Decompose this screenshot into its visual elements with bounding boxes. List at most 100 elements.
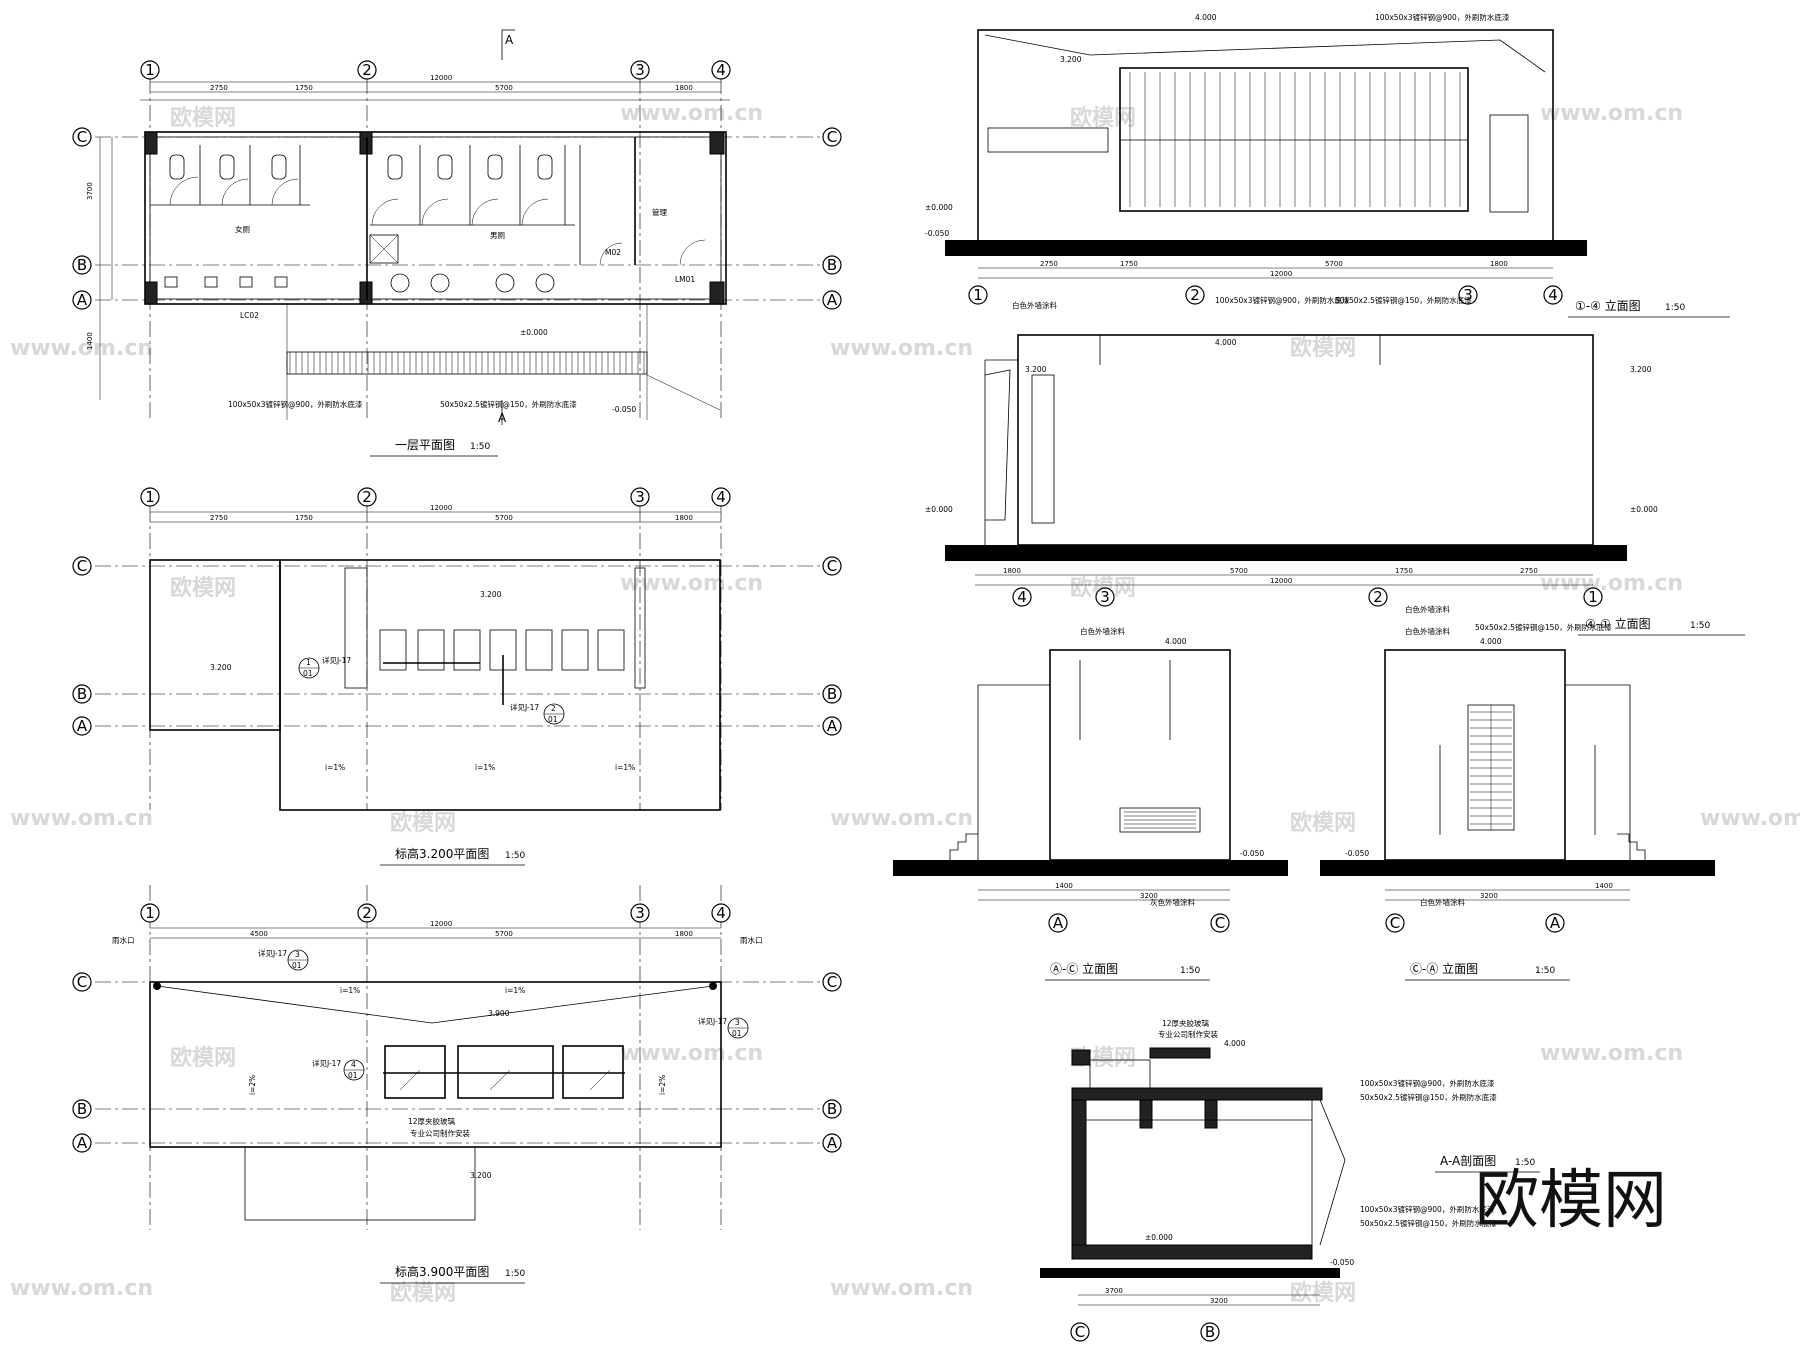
dimension-chain-bottom: 1400 3200	[978, 882, 1230, 901]
axis-bubble-c-right: C	[822, 556, 842, 576]
drain-point	[153, 982, 161, 990]
svg-text:3700: 3700	[1105, 1287, 1123, 1295]
slab-cut	[1071, 1087, 1323, 1101]
inner-wall-line	[149, 136, 722, 300]
section-a-a: 3700 3200 C B 12厚夹胶玻璃 专业公司制作安装 4.000 ±0.…	[1040, 1018, 1540, 1342]
svg-text:C: C	[827, 128, 837, 146]
title-elev-4-1: ④-① 立面图 1:50	[1578, 616, 1745, 636]
note-louver: 100x50x3镀锌钢@900，外刷防水底漆	[1360, 1078, 1495, 1088]
shaft-x	[369, 234, 399, 264]
axis-bubble-b-right: B	[822, 684, 842, 704]
svg-text:12000: 12000	[430, 74, 452, 82]
note-louver: 50x50x2.5镀锌钢@150，外刷防水底漆	[1475, 622, 1612, 632]
parapet	[634, 567, 646, 689]
svg-text:01: 01	[303, 669, 313, 678]
ground-line	[945, 545, 1627, 561]
svg-text:4: 4	[716, 488, 726, 506]
roof-profile	[984, 34, 1546, 73]
axis-bubble-2: 2	[357, 60, 377, 80]
svg-text:1800: 1800	[1490, 260, 1508, 268]
svg-text:专业公司制作安装: 专业公司制作安装	[410, 1128, 470, 1138]
svg-text:标高3.200平面图: 标高3.200平面图	[395, 846, 489, 861]
watermark-site: www.om.cn	[1700, 806, 1800, 831]
svg-text:5700: 5700	[1325, 260, 1343, 268]
svg-text:详见J-17: 详见J-17	[258, 948, 287, 958]
svg-text:±0.000: ±0.000	[520, 328, 548, 337]
svg-text:A: A	[827, 1134, 838, 1152]
axis-bubble-4: 4	[711, 903, 731, 923]
axis-bubble-a: A	[1048, 913, 1068, 933]
svg-text:1: 1	[973, 286, 983, 304]
svg-text:1:50: 1:50	[505, 851, 525, 861]
toilet-stalls-left: 女厕	[150, 145, 310, 234]
roof-slab-cut	[1149, 1047, 1211, 1059]
svg-text:详见J-17: 详见J-17	[510, 702, 539, 712]
axis-bubble-1: 1	[140, 487, 160, 507]
axis-bubble-3: 3	[1458, 285, 1478, 305]
fixtures	[164, 234, 555, 293]
svg-text:12000: 12000	[430, 504, 452, 512]
svg-text:01: 01	[732, 1029, 742, 1038]
axis-bubble-c-left: C	[72, 556, 92, 576]
watermark-site: www.om.cn	[10, 336, 153, 361]
svg-text:12厚夹胶玻璃: 12厚夹胶玻璃	[408, 1116, 456, 1126]
svg-text:1800: 1800	[675, 84, 693, 92]
dimension-chain-bottom: 1400 3200	[1385, 882, 1630, 901]
watermark-site: www.om.cn	[830, 336, 973, 361]
axis-bubble-a-left: A	[72, 716, 92, 736]
axis-bubble-4: 4	[1543, 285, 1563, 305]
level-label: 3.200	[1025, 365, 1047, 374]
column	[709, 281, 725, 305]
svg-text:C: C	[827, 973, 837, 991]
plan-ground-floor: 1 2 3 4 C B A C B A 12000 2750 1750 5700…	[72, 29, 842, 457]
note-paint: 白色外墙涂料	[1405, 626, 1450, 636]
dimension-chain-top: 12000 2750 1750 5700 1800	[140, 74, 730, 101]
svg-text:3: 3	[735, 1018, 740, 1027]
axis-bubble-c-right: C	[822, 972, 842, 992]
note-paint: 白色外墙涂料	[1012, 300, 1057, 310]
wing-wall	[984, 369, 1011, 521]
level-label: 4.000	[1195, 13, 1217, 22]
management-room: 管理 M02 LM01 LC02	[240, 207, 706, 320]
svg-text:C: C	[1390, 914, 1400, 932]
ground-line	[1320, 860, 1715, 876]
title-elev-a-c: Ⓐ-Ⓒ 立面图 1:50	[1045, 961, 1210, 981]
svg-text:B: B	[827, 1100, 837, 1118]
svg-text:B: B	[827, 685, 837, 703]
column	[359, 281, 373, 305]
title-section-a-a: A-A剖面图 1:50	[1435, 1154, 1540, 1173]
svg-text:详见J-17: 详见J-17	[312, 1058, 341, 1068]
svg-text:-0.050: -0.050	[612, 405, 636, 414]
ground-line	[945, 240, 1587, 256]
axis-bubble-3: 3	[630, 60, 650, 80]
svg-text:2: 2	[1373, 588, 1383, 606]
plan-level-3900: 1 2 3 4 C B A C B A 12000 4500 5700 1800…	[72, 885, 842, 1284]
watermark-layer: 欧模网 www.om.cn 欧模网 www.om.cn www.om.cn ww…	[10, 101, 1800, 1306]
watermark-site: www.om.cn	[830, 806, 973, 831]
axis-bubble-c-right: C	[822, 127, 842, 147]
detail-callout-1: 1 01 详见J-17	[298, 655, 351, 679]
svg-text:100x50x3镀锌钢@900，外刷防水底漆: 100x50x3镀锌钢@900，外刷防水底漆	[228, 399, 363, 409]
roof-ridge	[156, 985, 714, 1024]
svg-text:4: 4	[716, 904, 726, 922]
svg-text:C: C	[77, 973, 87, 991]
svg-text:2: 2	[362, 488, 372, 506]
axis-bubble-b-left: B	[72, 684, 92, 704]
axis-bubble-2: 2	[1185, 285, 1205, 305]
level-label: ±0.000	[1145, 1233, 1173, 1242]
svg-text:1:50: 1:50	[505, 1269, 525, 1279]
svg-text:3200: 3200	[1210, 1297, 1228, 1305]
facade-outline	[1017, 334, 1594, 546]
svg-text:01: 01	[548, 715, 558, 724]
axis-bubble-1: 1	[140, 903, 160, 923]
watermark-site: www.om.cn	[1540, 101, 1683, 126]
note-glass: 专业公司制作安装	[1158, 1029, 1218, 1039]
dimension-chain-top: 12000 2750 1750 5700 1800	[150, 504, 721, 523]
svg-text:4500: 4500	[250, 930, 268, 938]
axis-bubble-2: 2	[357, 487, 377, 507]
steps	[1617, 833, 1646, 860]
watermark-brand: 欧模网	[1290, 1280, 1356, 1306]
watermark-brand: 欧模网	[170, 1045, 236, 1071]
svg-text:3: 3	[635, 488, 645, 506]
watermark-brand: 欧模网	[1290, 810, 1356, 836]
